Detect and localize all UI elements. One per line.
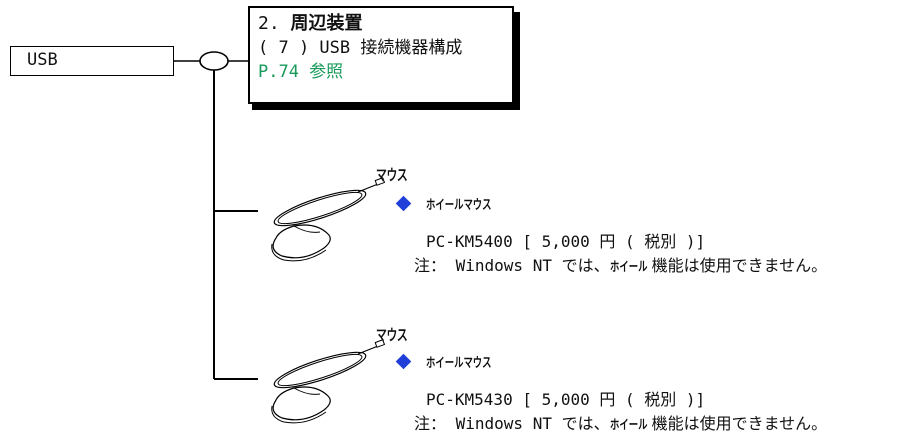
item2-note-prefix: 注： Windows NT では、 [414,414,610,433]
reference-number: 2. [258,13,280,34]
usb-label-box: USB [10,46,174,76]
item2-note-suffix: 機能は使用できません。 [651,414,828,433]
item1-model: PC-KM5400 [ 5,000 円 ( 税別 )] [426,232,706,251]
item1-note: 注： Windows NT では、ホイール機能は使用できません。 [414,256,827,278]
item2-category: マウス [376,326,408,344]
usb-label: USB [27,50,58,70]
item2-note-small: ホイール [609,418,648,433]
page-reference-link[interactable]: P.74 参照 [258,62,344,82]
item1-note-suffix: 機能は使用できません。 [651,256,828,275]
item2-model: PC-KM5430 [ 5,000 円 ( 税別 )] [426,390,706,409]
item1-note-small: ホイール [609,260,648,275]
reference-box: 2. 周辺装置 ( 7 ) USB 接続機器構成 P.74 参照 [248,6,514,104]
item2-name: ホイールマウス [426,356,492,371]
item1-name: ホイールマウス [426,198,492,213]
mouse-icon [271,339,386,424]
reference-subtitle: ( 7 ) USB 接続機器構成 [258,38,463,58]
junction-node [199,51,229,71]
item1-category: マウス [376,166,408,184]
item1-note-prefix: 注： Windows NT では、 [414,256,610,275]
mouse-icon [271,177,386,262]
reference-title-line: 2. 周辺装置 [258,12,512,36]
reference-title: 周辺装置 [290,13,363,34]
item2-note: 注： Windows NT では、ホイール機能は使用できません。 [414,414,827,436]
